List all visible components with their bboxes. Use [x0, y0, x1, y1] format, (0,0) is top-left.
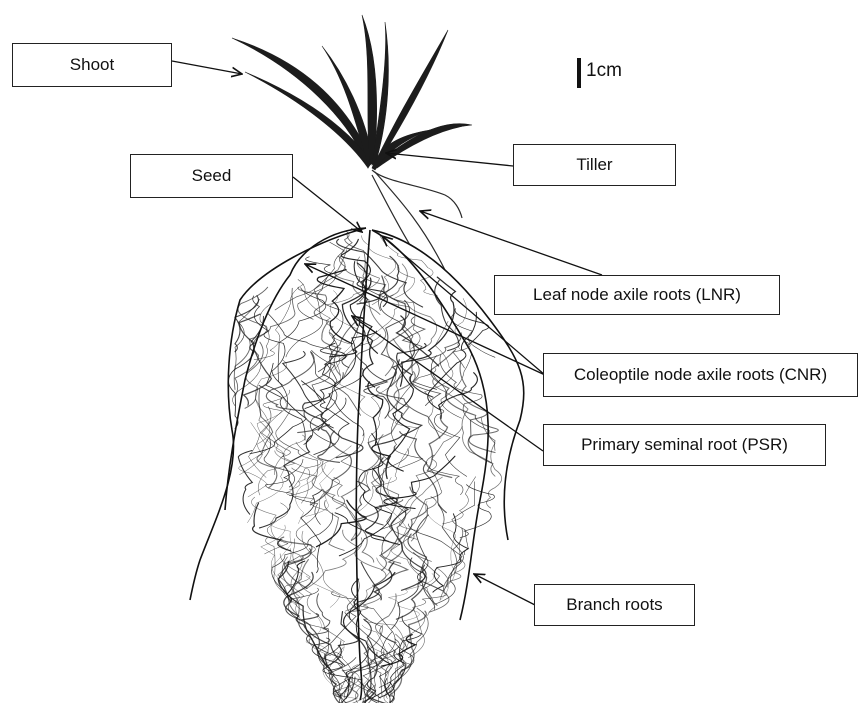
branch-arrow [474, 574, 535, 605]
fine-root [392, 558, 425, 629]
fine-root [343, 573, 394, 665]
fine-root [388, 573, 434, 621]
fine-root [257, 389, 277, 488]
fine-root [391, 528, 435, 616]
fine-root [428, 416, 452, 478]
fine-root [425, 321, 453, 437]
lnr-arrow [420, 211, 602, 275]
label-branch: Branch roots [534, 584, 695, 626]
fine-root [298, 280, 350, 345]
fine-root [261, 525, 297, 605]
label-shoot: Shoot [12, 43, 172, 87]
fine-root [440, 539, 465, 600]
fine-root [240, 360, 287, 475]
fine-root [431, 356, 466, 477]
fine-root [253, 503, 291, 551]
fine-root [278, 549, 331, 656]
label-tiller: Tiller [513, 144, 676, 186]
fine-root [443, 477, 476, 524]
fine-root [270, 521, 291, 567]
fine-root [323, 490, 374, 562]
fine-root [335, 250, 386, 377]
fine-root [287, 477, 340, 562]
label-lnr: Leaf node axile roots (LNR) [494, 275, 780, 315]
fine-root [396, 565, 426, 619]
fine-root [312, 350, 335, 402]
fine-root [345, 558, 390, 611]
fine-root [298, 271, 336, 319]
fine-root [460, 362, 491, 463]
fine-root [248, 398, 287, 523]
fine-root [295, 465, 325, 524]
fine-root [238, 451, 252, 515]
fine-root [265, 503, 289, 554]
label-cnr: Coleoptile node axile roots (CNR) [543, 353, 858, 397]
fine-root [384, 612, 425, 703]
tiller-arrow [386, 153, 513, 166]
fine-root [306, 468, 334, 516]
fine-root [439, 373, 478, 419]
seed-arrow [293, 177, 362, 232]
scale-bar-label: 1cm [586, 60, 622, 82]
fine-root [275, 256, 345, 310]
shoot-arrow [172, 61, 242, 74]
fine-root [306, 538, 362, 589]
fine-root [428, 312, 477, 410]
label-psr: Primary seminal root (PSR) [543, 424, 826, 466]
scale-bar [577, 58, 581, 88]
fine-root [296, 442, 342, 497]
tiller-roots [372, 170, 462, 270]
fine-root [343, 530, 386, 611]
fine-root [286, 242, 345, 357]
fine-root [306, 576, 340, 607]
fine-root [425, 501, 455, 601]
shoot-leaves [232, 15, 472, 170]
fine-root [301, 614, 326, 665]
fine-root [376, 387, 440, 438]
label-seed: Seed [130, 154, 293, 198]
fine-root [278, 288, 326, 409]
